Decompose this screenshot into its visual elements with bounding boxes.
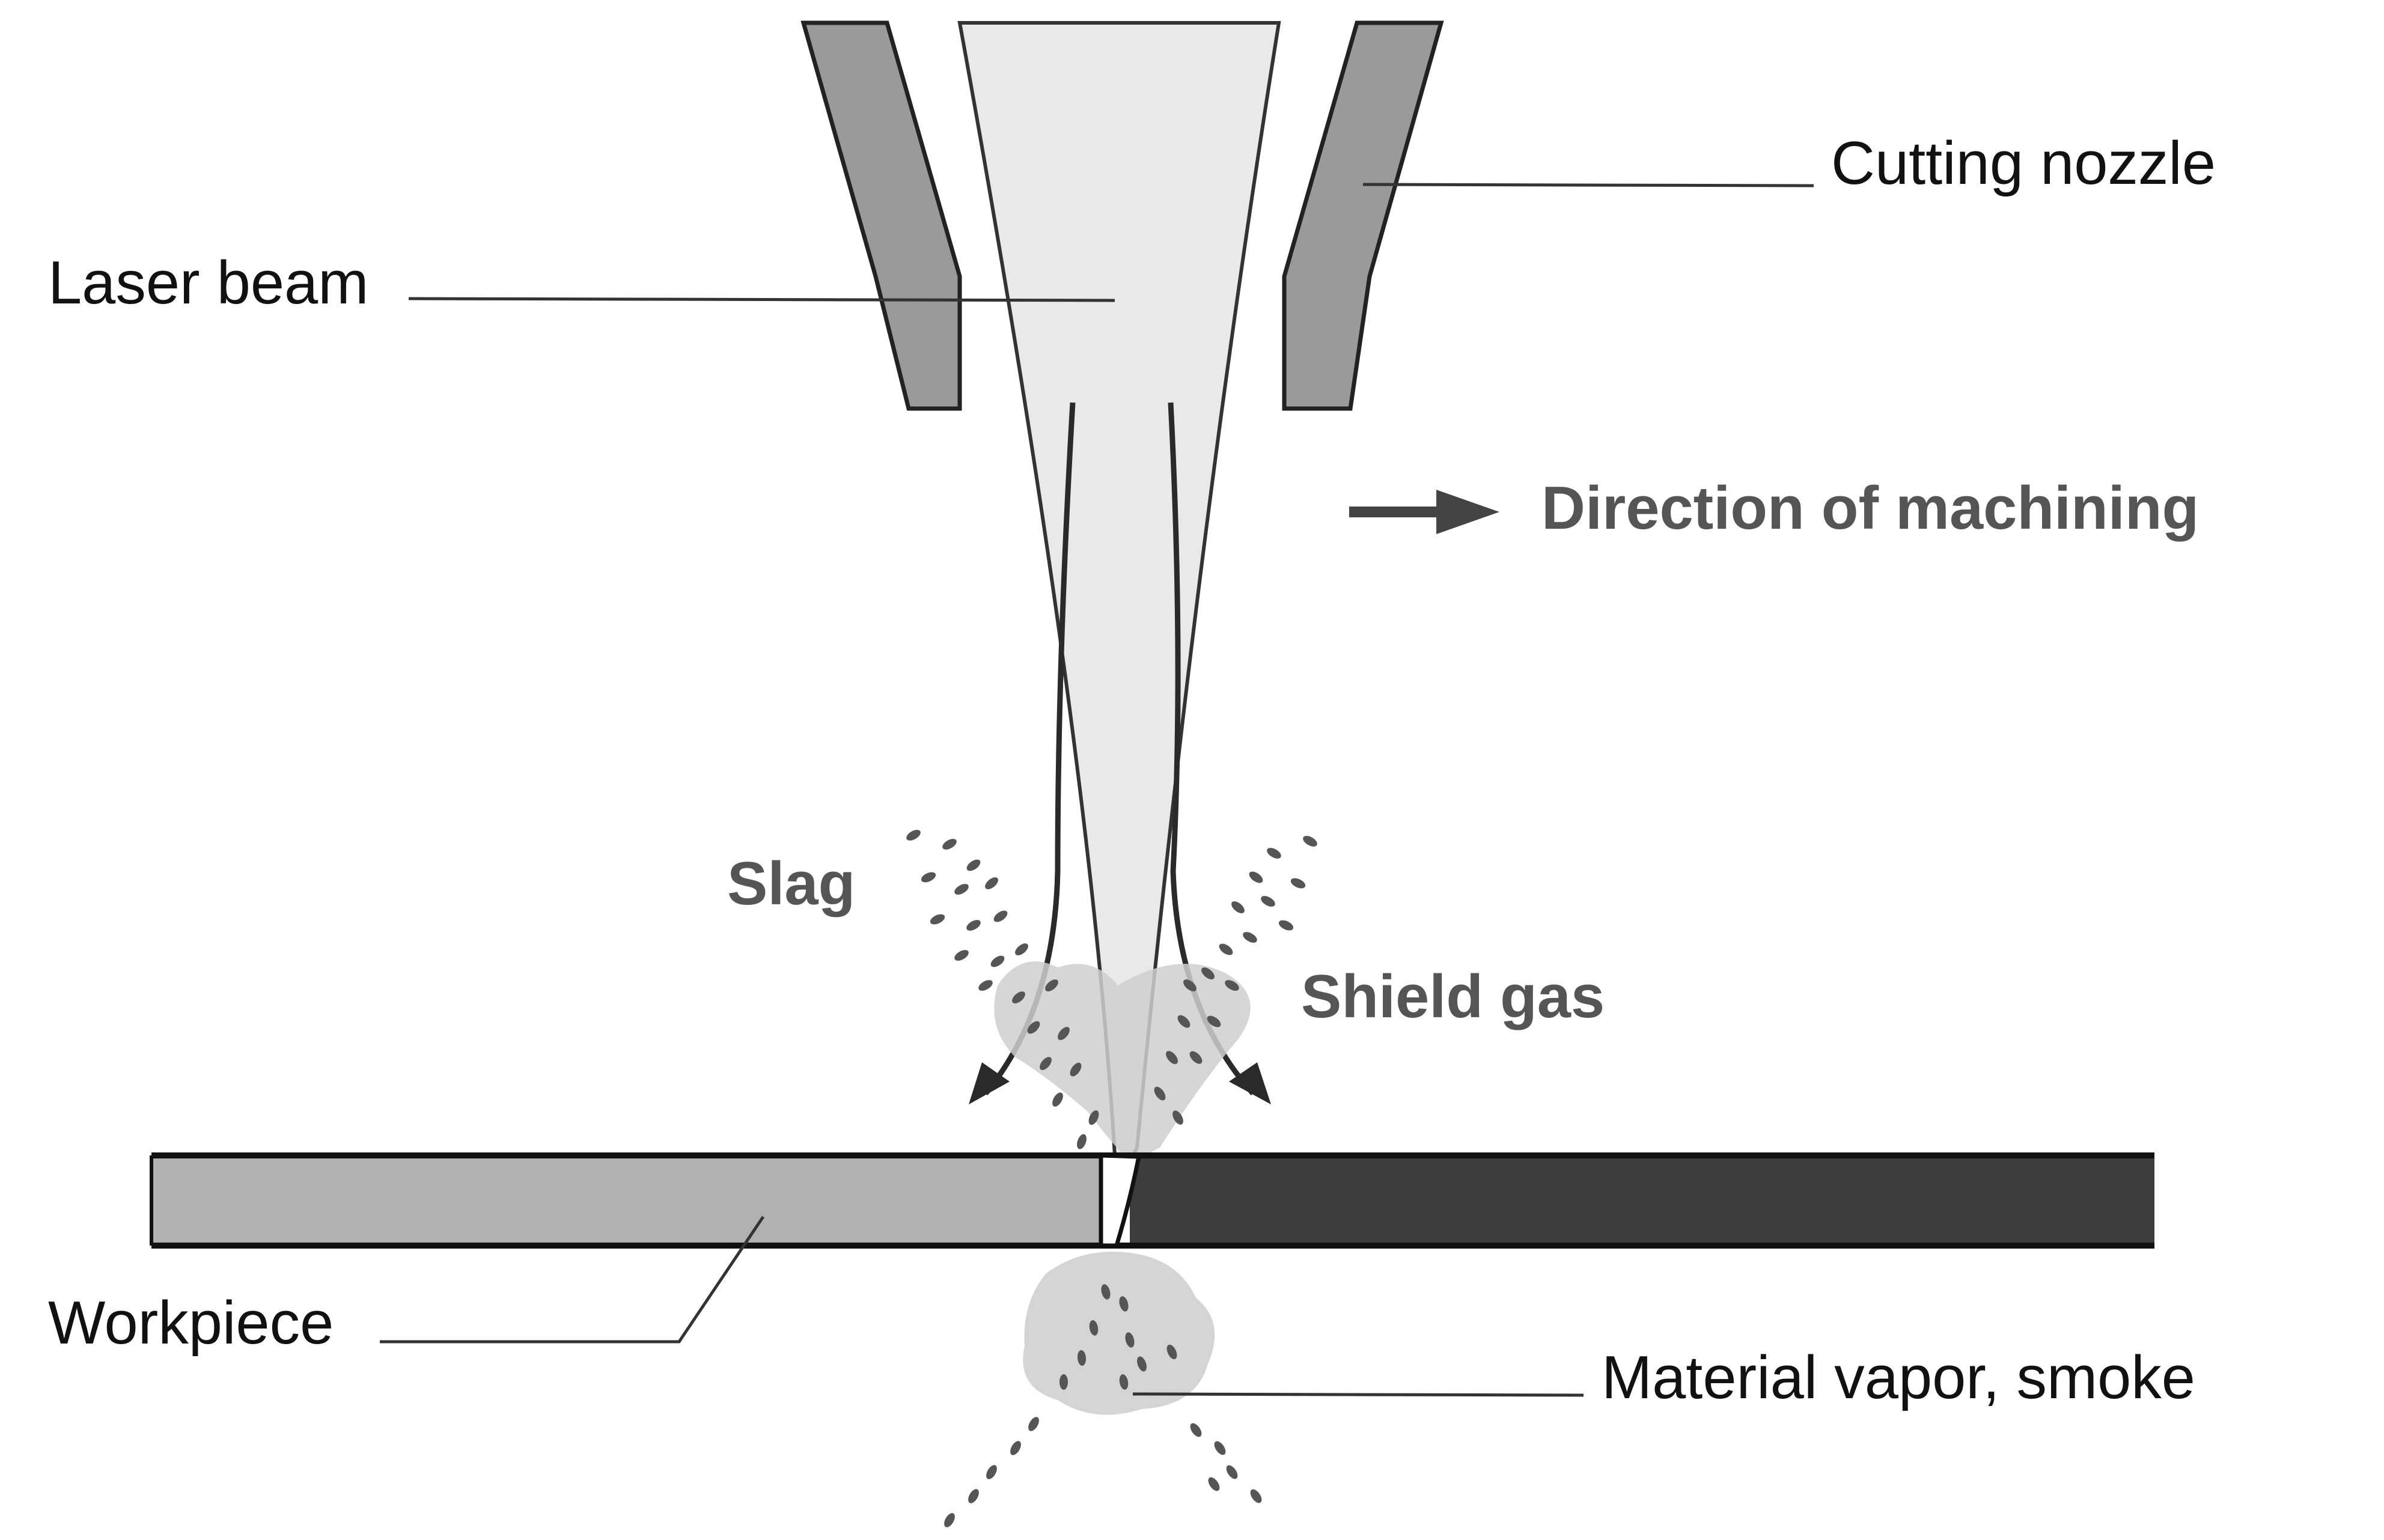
workpiece-uncut xyxy=(151,1155,1101,1246)
particle xyxy=(1154,1086,1166,1101)
slag-label: Slag xyxy=(727,850,855,918)
nozzle-left-wall xyxy=(800,20,962,411)
particle xyxy=(966,859,981,871)
laser-beam-leader xyxy=(408,297,1115,302)
particle xyxy=(1303,836,1317,847)
shield-gas-arrowhead-left xyxy=(969,1062,1010,1104)
particle xyxy=(1077,1350,1087,1366)
particle xyxy=(1290,878,1306,889)
kerf xyxy=(1099,1153,1142,1248)
particle xyxy=(1226,1465,1238,1479)
particle xyxy=(1166,1344,1177,1360)
particle xyxy=(1045,979,1058,991)
particle xyxy=(906,830,921,841)
particle xyxy=(1028,1417,1039,1431)
particle xyxy=(1089,1320,1099,1336)
workpiece-label: Workpiece xyxy=(48,1289,334,1357)
particle xyxy=(966,920,981,931)
particle xyxy=(1249,871,1263,883)
direction-arrow-head xyxy=(1436,490,1499,534)
particle xyxy=(1058,1027,1070,1040)
particle xyxy=(993,910,1008,922)
particle xyxy=(1010,1441,1021,1455)
particle xyxy=(944,1513,955,1527)
particle xyxy=(942,839,957,850)
particle xyxy=(1177,1015,1190,1028)
workpiece-cut xyxy=(1130,1155,2154,1246)
particle xyxy=(1088,1110,1099,1125)
particle xyxy=(1231,901,1245,913)
particle xyxy=(1225,980,1239,991)
particle xyxy=(1059,1374,1068,1390)
particle xyxy=(1267,848,1281,859)
particle xyxy=(1201,967,1215,979)
particle xyxy=(954,950,969,961)
particle xyxy=(1208,1477,1220,1491)
particle xyxy=(1190,1423,1202,1437)
particle xyxy=(1077,1134,1087,1149)
particle xyxy=(990,955,1005,967)
shield-gas-arrowhead-right xyxy=(1229,1062,1271,1104)
particle xyxy=(1052,1092,1063,1107)
particle xyxy=(1015,943,1028,955)
workpiece-leader xyxy=(380,1216,765,1344)
particle xyxy=(1172,1110,1183,1125)
direction-label: Direction of machining xyxy=(1541,475,2199,542)
shield-gas-label: Shield gas xyxy=(1301,963,1605,1030)
nozzle-right-wall xyxy=(1282,20,1444,411)
slag-cloud xyxy=(994,961,1251,1163)
particle xyxy=(1125,1332,1135,1348)
particle xyxy=(968,1489,979,1503)
particle xyxy=(1189,1051,1203,1064)
particle xyxy=(1243,932,1257,943)
slag-particles xyxy=(906,830,1317,1527)
vapor-label: Material vapor, smoke xyxy=(1602,1344,2195,1411)
particle xyxy=(1137,1356,1147,1372)
particle xyxy=(1027,1021,1040,1034)
particle xyxy=(1219,943,1233,955)
particle xyxy=(1261,896,1275,907)
particle xyxy=(986,1465,997,1479)
particle xyxy=(1040,1057,1052,1070)
particle xyxy=(1207,1015,1221,1027)
particle xyxy=(1214,1441,1226,1455)
particle xyxy=(1119,1296,1129,1312)
particle xyxy=(1012,991,1025,1003)
particle xyxy=(1166,1051,1178,1064)
particle xyxy=(1278,920,1294,931)
particle xyxy=(954,884,969,895)
laser-beam-label: Laser beam xyxy=(48,249,368,317)
particle xyxy=(985,877,998,889)
particle xyxy=(1119,1374,1129,1390)
particle xyxy=(930,914,945,925)
particle xyxy=(1070,1062,1082,1077)
cutting-nozzle-label: Cutting nozzle xyxy=(1831,130,2216,197)
particle xyxy=(1101,1284,1111,1300)
vapor-cloud xyxy=(1023,1252,1215,1415)
particle xyxy=(921,872,936,883)
particle xyxy=(978,980,993,991)
cutting-nozzle-leader xyxy=(1362,183,1814,187)
particle xyxy=(1183,979,1197,991)
vapor-leader xyxy=(1132,1392,1584,1397)
particle xyxy=(1250,1489,1262,1503)
